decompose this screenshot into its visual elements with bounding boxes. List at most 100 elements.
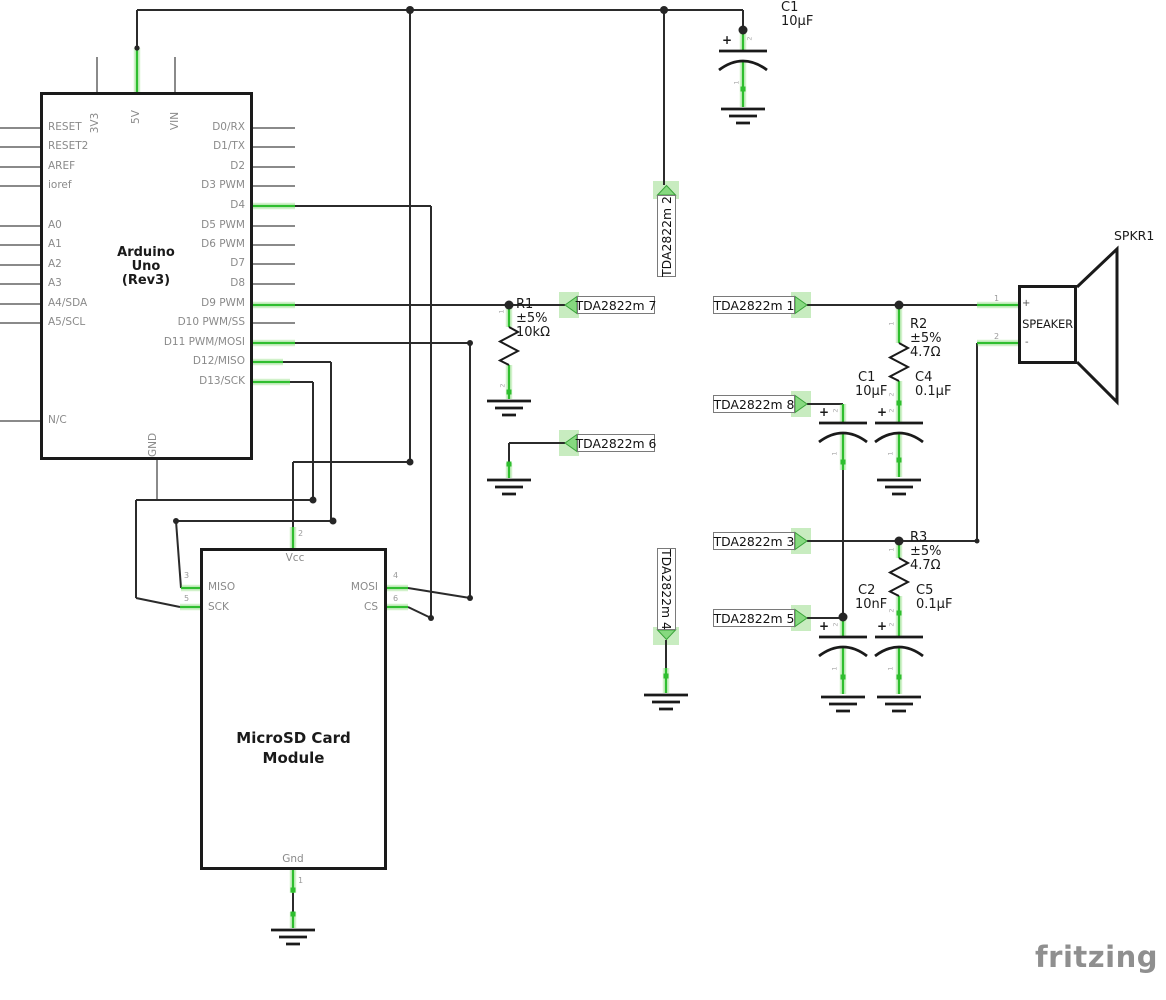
resistor-r2-pin1-digit: 1 <box>887 321 896 326</box>
module-pin-vcc: Vcc <box>285 552 305 564</box>
net-flag-tda2822m-5-label: TDA2822m 5 <box>713 610 795 626</box>
resistor-symbols <box>497 326 911 597</box>
arduino-title-line1: Arduino <box>117 245 175 260</box>
module-title-line2: Module <box>262 749 325 767</box>
resistor-r1-value: 10kΩ <box>516 325 551 340</box>
resistor-r3-pin1-digit: 1 <box>887 547 896 552</box>
resistor-r3-value: 4.7Ω <box>910 558 941 573</box>
module-pin-miso: MISO <box>208 581 236 593</box>
capacitor-c5-symbol <box>874 635 924 658</box>
resistor-r2-value: 4.7Ω <box>910 345 941 360</box>
resistor-r1-name: R1 <box>516 297 534 312</box>
capacitor-c2-symbol <box>818 635 868 658</box>
junction-dots <box>134 6 980 622</box>
arduino-pin-a4-sda: A4/SDA <box>48 297 88 309</box>
arduino-pin-d11: D11 PWM/MOSI <box>163 336 245 348</box>
net-flag-tda2822m-8-label: TDA2822m 8 <box>713 396 795 412</box>
resistor-r3-symbol <box>887 557 911 597</box>
capacitor-c4-symbol <box>874 421 924 444</box>
arduino-pin-a2: A2 <box>48 258 62 270</box>
capacitor-c1-pin1-digit: 1 <box>830 451 839 456</box>
capacitor-c5-name: C5 <box>916 583 934 598</box>
arduino-pin-ioref: ioref <box>48 179 72 191</box>
arduino-pin-reset: RESET <box>48 121 82 133</box>
arduino-pin-d13: D13/SCK <box>199 375 245 387</box>
net-flag-tda2822m-2-label: TDA2822m 2 <box>659 195 675 277</box>
capacitor-c2-plus-sign: + <box>819 619 830 633</box>
capacitor-c5-value: 0.1µF <box>916 597 953 612</box>
capacitor-c1-top-pin2-digit: 2 <box>745 36 754 41</box>
capacitor-c1-symbol <box>818 421 868 444</box>
resistor-r3-tolerance: ±5% <box>910 544 942 559</box>
module-pin-gnd: Gnd <box>282 853 304 865</box>
arduino-pin-d9: D9 PWM <box>201 297 245 309</box>
module-title-line1: MicroSD Card <box>236 729 351 747</box>
microsd-module-body <box>200 548 387 870</box>
arduino-pin-reset2: RESET2 <box>48 140 89 152</box>
capacitor-c1-name: C1 <box>858 370 876 385</box>
capacitor-c1-top-value: 10µF <box>781 14 814 29</box>
capacitor-c1-top-plus-sign: + <box>722 33 733 47</box>
capacitor-c4-pin2-digit: 2 <box>887 408 896 413</box>
capacitor-c1-pin2-digit: 2 <box>831 408 840 413</box>
module-pin-sck: SCK <box>208 601 229 613</box>
net-flag-arrows <box>564 184 808 641</box>
speaker-pin-number-1: 1 <box>994 294 1000 303</box>
speaker-pin-number-2: 2 <box>994 332 1000 341</box>
net-flag-tda2822m-1: TDA2822m 1 <box>713 296 795 314</box>
fritzing-logo: fritzing <box>1035 940 1158 974</box>
arduino-pin-a1: A1 <box>48 238 62 250</box>
capacitor-c5-plus-sign: + <box>877 619 888 633</box>
arduino-pin-d5: D5 PWM <box>201 219 245 231</box>
arduino-pin-d0: D0/RX <box>212 121 245 133</box>
arduino-pin-d8: D8 <box>230 277 245 289</box>
bend-points <box>290 86 902 917</box>
resistor-r2-tolerance: ±5% <box>910 331 942 346</box>
capacitor-c1-top-symbol <box>718 49 768 72</box>
net-flag-tda2822m-5: TDA2822m 5 <box>713 609 795 627</box>
net-flag-tda2822m-3: TDA2822m 3 <box>713 532 795 550</box>
resistor-r2-pin2-digit: 2 <box>887 392 896 397</box>
net-flag-tda2822m-2: TDA2822m 2 <box>657 195 676 277</box>
arduino-pin-d12: D12/MISO <box>192 355 245 367</box>
arduino-pin-gnd: GND <box>147 432 159 458</box>
speaker-label: SPEAKER <box>1022 317 1073 331</box>
net-flag-tda2822m-6: TDA2822m 6 <box>576 434 656 452</box>
arduino-pin-aref: AREF <box>48 160 76 172</box>
flag-glow-highlights <box>559 181 811 645</box>
speaker-body <box>1018 285 1077 364</box>
resistor-r2-symbol <box>887 342 911 382</box>
capacitor-c1-plus-sign: + <box>819 405 830 419</box>
module-pin-number-sck: 5 <box>184 594 190 603</box>
arduino-pin-d10: D10 PWM/SS <box>177 316 245 328</box>
resistor-r1-pin1-digit: 1 <box>497 309 506 314</box>
arduino-pin-a5-scl: A5/SCL <box>48 316 86 328</box>
net-flag-tda2822m-7-label: TDA2822m 7 <box>575 297 657 313</box>
net-flag-tda2822m-1-label: TDA2822m 1 <box>713 297 795 313</box>
resistor-r3-name: R3 <box>910 530 928 545</box>
arduino-pin-d1: D1/TX <box>213 140 245 152</box>
module-pin-number-gnd: 1 <box>298 876 304 885</box>
gray-pin-stubs <box>0 57 295 500</box>
speaker-cone <box>1075 245 1119 406</box>
speaker-plus-sign: + <box>1022 298 1031 309</box>
module-pin-number-vcc: 2 <box>298 529 304 538</box>
capacitor-c1-top-name: C1 <box>781 0 799 15</box>
capacitor-c4-plus-sign: + <box>877 405 888 419</box>
capacitor-c5-pin1-digit: 1 <box>886 666 895 671</box>
arduino-pin-3v3: 3V3 <box>89 112 101 134</box>
net-flag-tda2822m-4: TDA2822m 4 <box>657 548 676 630</box>
resistor-r1-symbol <box>497 326 521 366</box>
net-flag-tda2822m-4-label: TDA2822m 4 <box>659 548 675 630</box>
resistor-r1-tolerance: ±5% <box>516 311 548 326</box>
arduino-pin-a0: A0 <box>48 219 62 231</box>
resistor-r2-name: R2 <box>910 317 928 332</box>
speaker-refdes: SPKR1 <box>1114 228 1155 243</box>
module-pin-mosi: MOSI <box>350 581 378 593</box>
module-pin-number-cs: 6 <box>393 594 399 603</box>
capacitor-c2-pin2-digit: 2 <box>831 622 840 627</box>
net-flag-tda2822m-8: TDA2822m 8 <box>713 395 795 413</box>
capacitor-c1-value: 10µF <box>855 384 888 399</box>
arduino-pin-d3: D3 PWM <box>201 179 245 191</box>
